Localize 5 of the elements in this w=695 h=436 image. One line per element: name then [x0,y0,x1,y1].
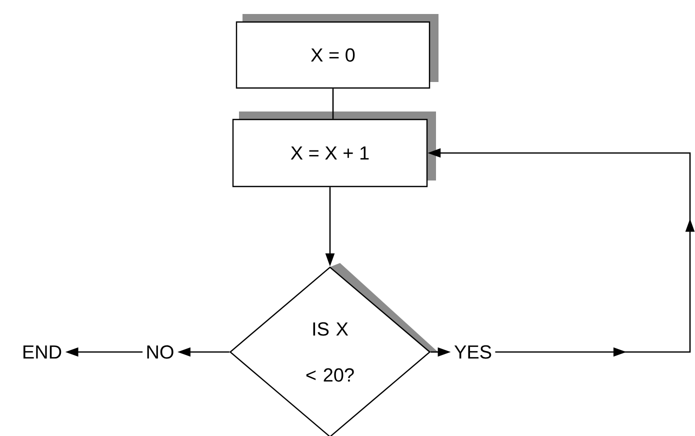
process-box: X = 0 [236,14,438,89]
branch-label: NO [147,345,174,359]
branch-label: YES [454,345,492,359]
end-label: END [24,345,62,359]
process-box: X = X + 1 [232,112,436,188]
